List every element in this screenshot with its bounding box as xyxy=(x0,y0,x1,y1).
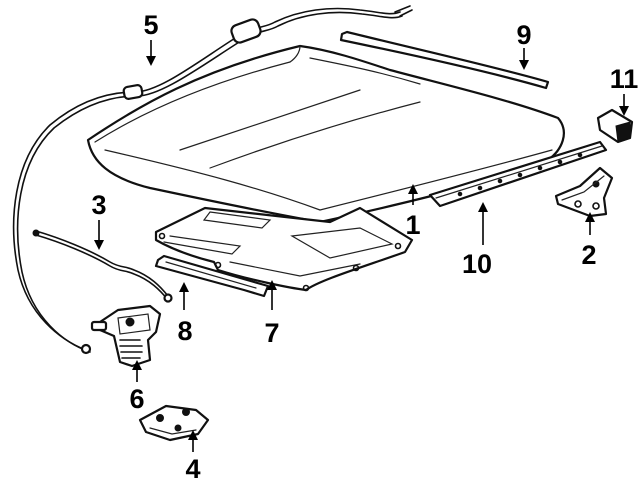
hood-prop-rod xyxy=(32,229,173,303)
hood-weatherstrip xyxy=(339,30,550,90)
latch-striker xyxy=(138,404,210,442)
callout-numbers: 5 9 11 1 10 2 3 8 7 6 4 xyxy=(91,10,638,484)
hood-insulator xyxy=(154,206,414,292)
callout-2: 2 xyxy=(581,240,596,270)
callout-1: 1 xyxy=(405,210,420,240)
callout-8: 8 xyxy=(177,316,192,346)
callout-7: 7 xyxy=(264,318,279,348)
callout-3: 3 xyxy=(91,190,106,220)
hood-latch xyxy=(90,304,162,368)
release-cable xyxy=(12,5,413,355)
callout-10: 10 xyxy=(462,249,492,279)
callout-5: 5 xyxy=(143,10,158,40)
hood-support-rail xyxy=(428,140,608,208)
callout-11: 11 xyxy=(610,64,639,94)
hood-bumper xyxy=(596,108,634,144)
hood-hinge xyxy=(554,166,614,218)
callout-leaders xyxy=(94,40,629,452)
front-seal-strip xyxy=(154,254,270,298)
callout-4: 4 xyxy=(185,454,200,484)
hood-panel xyxy=(86,44,565,224)
callout-9: 9 xyxy=(516,20,531,50)
callout-6: 6 xyxy=(129,384,144,414)
